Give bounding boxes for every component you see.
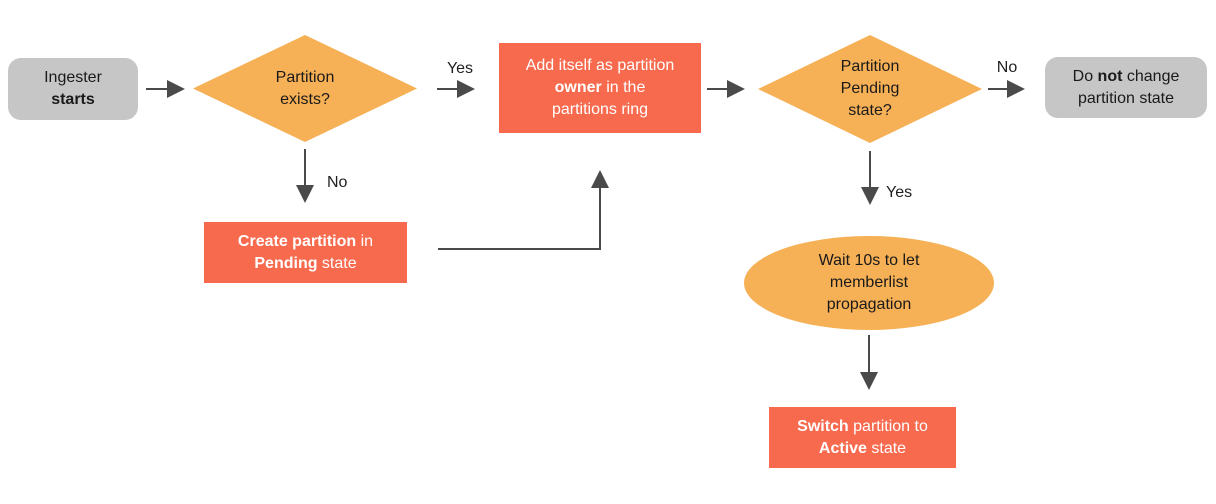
arrow-create-to-addowner <box>438 170 609 250</box>
node-text-line: state? <box>848 102 892 119</box>
edge-label-exists-yes: Yes <box>446 60 474 77</box>
node-text-line: starts <box>51 91 95 108</box>
node-text-line: Switch partition to <box>797 417 928 435</box>
node-text-line: Partition <box>275 68 335 86</box>
node-text-line: Wait 10s to let <box>818 252 920 269</box>
node-text-line: Ingester <box>44 69 102 86</box>
node-wait-memberlist: Wait 10s to let memberlist propagation <box>744 236 994 330</box>
node-partition-exists: Partition exists? <box>193 35 417 142</box>
node-add-owner: Add itself as partition owner in the par… <box>499 43 701 133</box>
node-partition-pending: Partition Pending state? <box>758 35 982 143</box>
node-text-line: Partition <box>840 58 900 75</box>
node-text-line: owner in the <box>554 79 646 96</box>
node-create-partition: Create partition in Pending state <box>204 222 407 283</box>
edge-label-pending-no: No <box>996 59 1018 76</box>
node-text-line: Pending <box>840 80 900 97</box>
node-text-line: partition state <box>1077 89 1175 107</box>
node-no-change: Do not change partition state <box>1045 57 1207 118</box>
node-text-line: Add itself as partition <box>525 57 675 74</box>
node-text-line: memberlist <box>829 274 909 291</box>
node-text-line: propagation <box>826 296 912 313</box>
node-switch-active: Switch partition to Active state <box>769 407 956 468</box>
node-text-line: exists? <box>280 90 330 108</box>
node-text-line: Active state <box>818 439 907 457</box>
edge-label-exists-no: No <box>327 174 348 191</box>
node-ingester-starts: Ingester starts <box>8 58 138 120</box>
node-text-line: Do not change <box>1072 67 1180 85</box>
node-text-line: Pending state <box>254 254 357 272</box>
edge-label-pending-yes: Yes <box>886 184 913 201</box>
node-text-line: partitions ring <box>551 101 649 118</box>
node-text-line: Create partition in <box>237 232 374 250</box>
